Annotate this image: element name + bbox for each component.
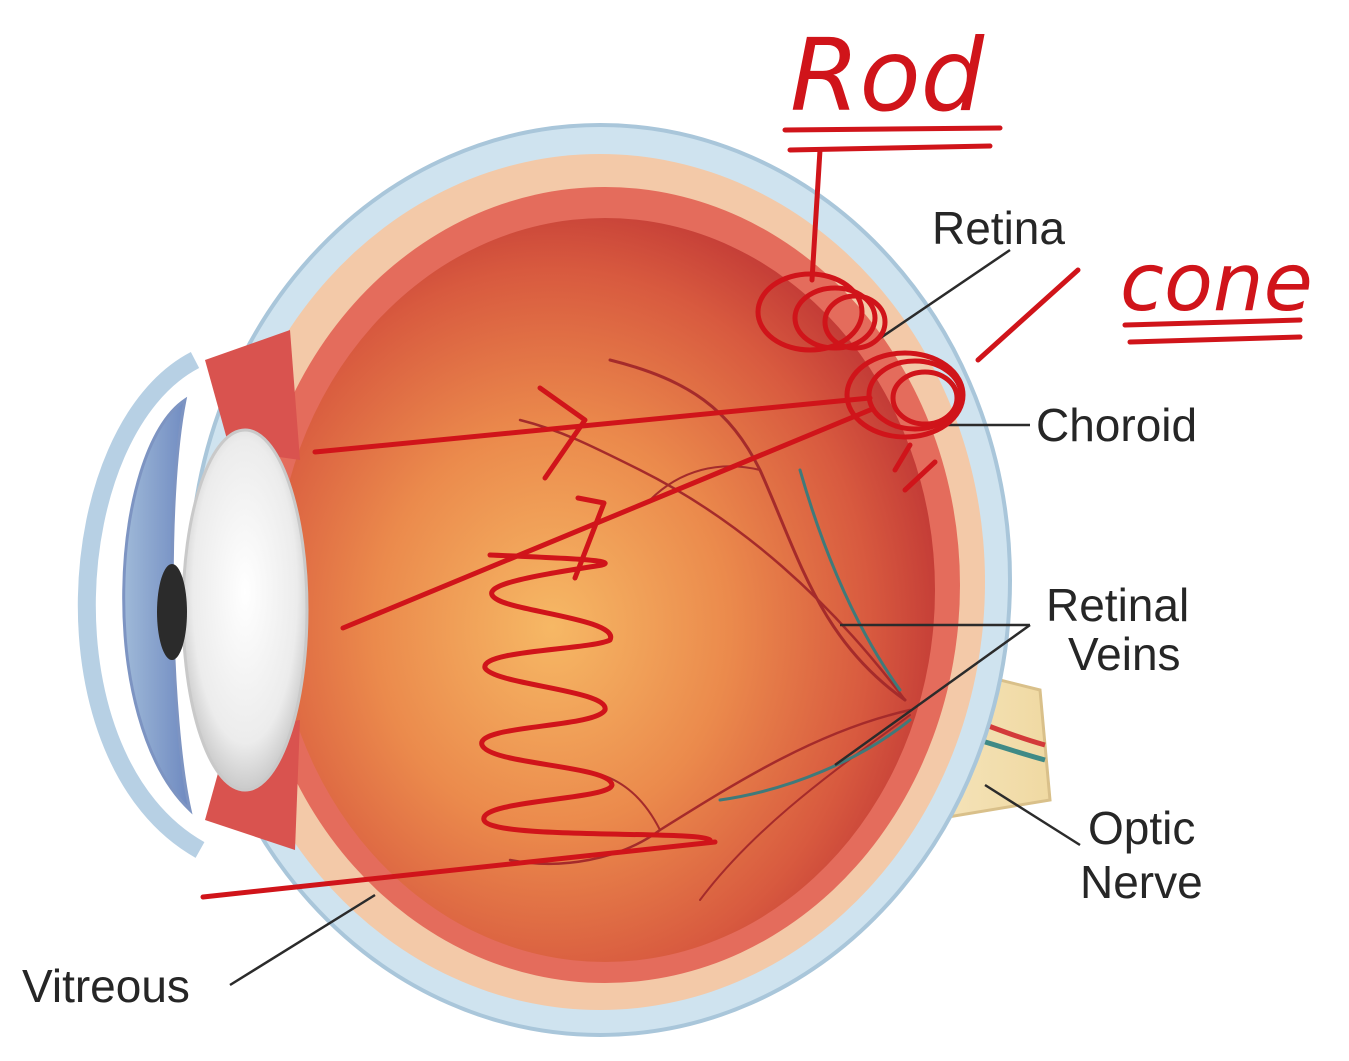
label-retinal-veins-2: Veins	[1068, 628, 1181, 680]
label-optic-nerve-2: Nerve	[1080, 856, 1203, 908]
cone-underline-2	[1130, 337, 1300, 342]
label-optic-nerve-1: Optic	[1088, 802, 1195, 854]
lens	[183, 430, 307, 790]
handwritten-cone: cone	[1120, 236, 1313, 329]
cone-pointer	[978, 270, 1078, 360]
vitreous-body	[275, 218, 935, 962]
label-retina: Retina	[932, 202, 1065, 254]
pupil	[157, 564, 187, 660]
label-choroid: Choroid	[1036, 399, 1197, 451]
label-retinal-veins-1: Retinal	[1046, 579, 1189, 631]
label-vitreous: Vitreous	[22, 960, 190, 1012]
rod-underline-1	[785, 128, 1000, 130]
handwritten-rod: Rod	[790, 17, 985, 134]
